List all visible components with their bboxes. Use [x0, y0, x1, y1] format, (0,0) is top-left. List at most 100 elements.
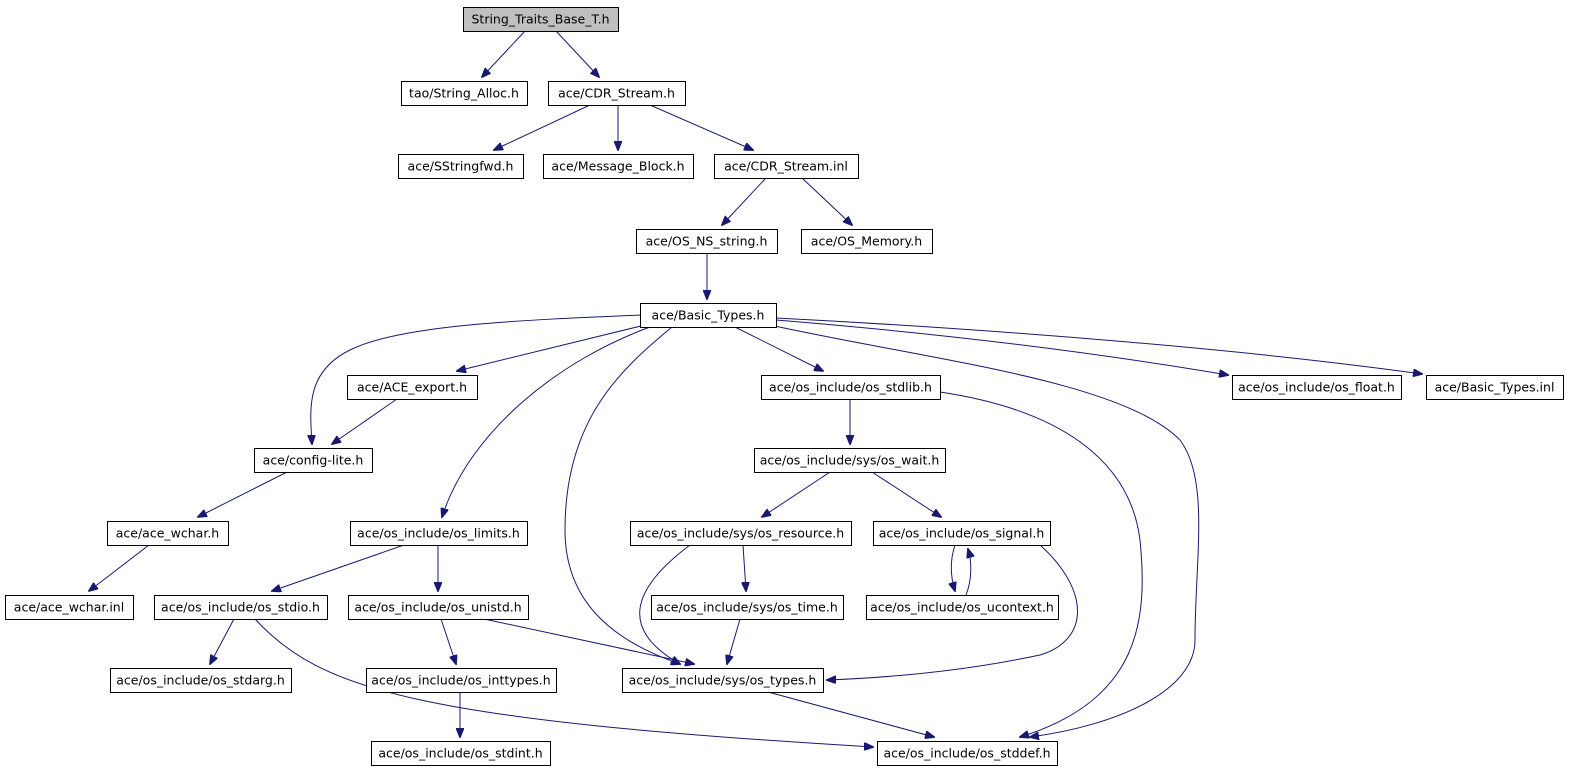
node-box	[366, 668, 557, 693]
node-label: ace/os_include/os_float.h	[1238, 380, 1395, 395]
edge-root-to-cdr_stream	[555, 30, 599, 77]
node-label: ace/CDR_Stream.inl	[724, 159, 848, 174]
edge-os_stdio-to-os_stddef	[254, 618, 873, 747]
node-box	[1426, 375, 1564, 400]
node-label: ace/OS_Memory.h	[811, 234, 922, 249]
node-label: ace/os_include/os_limits.h	[357, 526, 520, 541]
node-ace-export[interactable]: ace/ACE_export.h	[347, 375, 478, 400]
edge-basic_types-to-sys_os_types	[564, 326, 680, 664]
edge-sys_os_resource-to-sys_os_types	[639, 544, 691, 664]
node-label: ace/config-lite.h	[263, 453, 364, 468]
edge-basic_types-to-os_limits	[442, 326, 651, 517]
edge-basic_types-to-config_lite	[311, 314, 644, 444]
edge-cdr_stream-to-sstringfwd	[494, 104, 591, 150]
node-box	[651, 595, 844, 620]
node-os-signal[interactable]: ace/os_include/os_signal.h	[873, 521, 1051, 546]
node-label: ace/Message_Block.h	[551, 159, 684, 174]
node-label: ace/os_include/os_stdio.h	[161, 600, 320, 615]
node-basic-types[interactable]: ace/Basic_Types.h	[640, 303, 777, 328]
node-os-stdarg[interactable]: ace/os_include/os_stdarg.h	[110, 668, 292, 693]
node-box	[543, 154, 694, 179]
node-box	[401, 81, 528, 106]
node-box	[873, 521, 1051, 546]
node-os-stdint[interactable]: ace/os_include/os_stdint.h	[371, 741, 551, 766]
node-label: ace/Basic_Types.h	[652, 308, 765, 323]
node-box	[348, 595, 529, 620]
edge-root-to-string_alloc	[482, 30, 526, 77]
node-os-unistd[interactable]: ace/os_include/os_unistd.h	[348, 595, 529, 620]
node-box	[754, 448, 946, 473]
edge-sys_os_wait-to-sys_os_resource	[762, 471, 831, 517]
node-box	[254, 448, 373, 473]
node-label: ace/ace_wchar.h	[116, 526, 219, 541]
node-box	[398, 154, 524, 179]
edge-sys_os_wait-to-os_signal	[871, 471, 941, 517]
node-message-block[interactable]: ace/Message_Block.h	[543, 154, 694, 179]
node-box	[110, 668, 292, 693]
edge-basic_types-to-os_stddef	[769, 324, 1200, 737]
edge-basic_types-to-os_stdlib	[734, 326, 823, 371]
node-sstringfwd[interactable]: ace/SStringfwd.h	[398, 154, 524, 179]
node-sys-os-resource[interactable]: ace/os_include/sys/os_resource.h	[630, 521, 852, 546]
node-label: ace/os_include/os_stdarg.h	[116, 673, 285, 688]
node-os-inttypes[interactable]: ace/os_include/os_inttypes.h	[366, 668, 557, 693]
edge-basic_types-to-basic_types_inl	[775, 317, 1422, 374]
node-sys-os-time[interactable]: ace/os_include/sys/os_time.h	[651, 595, 844, 620]
node-os-ucontext[interactable]: ace/os_include/os_ucontext.h	[866, 595, 1059, 620]
node-cdr-stream[interactable]: ace/CDR_Stream.h	[548, 81, 686, 106]
edge-os_signal-to-os_ucontext	[951, 544, 955, 591]
node-os-limits[interactable]: ace/os_include/os_limits.h	[350, 521, 528, 546]
node-os-stddef[interactable]: ace/os_include/os_stddef.h	[877, 741, 1058, 766]
node-box	[371, 741, 551, 766]
edges-layer	[89, 30, 1422, 747]
node-ace-wchar-inl[interactable]: ace/ace_wchar.inl	[5, 595, 134, 620]
edge-os_stdlib-to-os_stddef	[939, 391, 1143, 737]
node-label: ace/os_include/os_stdint.h	[378, 746, 542, 761]
node-os-ns-string[interactable]: ace/OS_NS_string.h	[636, 229, 778, 254]
node-label: ace/os_include/os_unistd.h	[354, 600, 521, 615]
node-sys-os-types[interactable]: ace/os_include/sys/os_types.h	[622, 668, 824, 693]
node-box	[347, 375, 478, 400]
node-ace-wchar[interactable]: ace/ace_wchar.h	[107, 521, 229, 546]
node-os-float[interactable]: ace/os_include/os_float.h	[1232, 375, 1402, 400]
node-box	[622, 668, 824, 693]
edge-cdr_stream_inl-to-os_memory	[801, 177, 852, 225]
node-label: ace/os_include/sys/os_time.h	[656, 600, 838, 615]
node-os-memory[interactable]: ace/OS_Memory.h	[801, 229, 933, 254]
node-box	[866, 595, 1059, 620]
edge-sys_os_types-to-os_stddef	[767, 691, 934, 737]
edge-os_limits-to-os_stdio	[272, 544, 405, 591]
node-root[interactable]: String_Traits_Base_T.h	[463, 7, 619, 32]
node-cdr-stream-inl[interactable]: ace/CDR_Stream.inl	[714, 154, 859, 179]
edge-basic_types-to-ace_export	[457, 324, 646, 371]
edge-os_signal-to-sys_os_types	[827, 544, 1078, 680]
edge-os_unistd-to-sys_os_types	[483, 618, 694, 664]
node-label: ace/ACE_export.h	[357, 380, 467, 395]
node-label: ace/ace_wchar.inl	[14, 600, 124, 615]
node-box	[107, 521, 229, 546]
edge-cdr_stream-to-cdr_stream_inl	[649, 104, 753, 150]
nodes-layer: String_Traits_Base_T.h tao/String_Alloc.h…	[5, 7, 1564, 766]
node-os-stdio[interactable]: ace/os_include/os_stdio.h	[154, 595, 328, 620]
node-box	[350, 521, 528, 546]
node-box	[5, 595, 134, 620]
node-string-alloc[interactable]: tao/String_Alloc.h	[401, 81, 528, 106]
node-label: ace/Basic_Types.inl	[1435, 380, 1555, 395]
node-box	[761, 375, 941, 400]
edge-ace_export-to-config_lite	[332, 398, 398, 444]
edge-cdr_stream_inl-to-os_ns_string	[722, 177, 767, 225]
node-box	[154, 595, 328, 620]
node-label: ace/SStringfwd.h	[408, 159, 514, 174]
node-sys-os-wait[interactable]: ace/os_include/sys/os_wait.h	[754, 448, 946, 473]
node-basic-types-inl[interactable]: ace/Basic_Types.inl	[1426, 375, 1564, 400]
node-label: ace/os_include/sys/os_resource.h	[637, 526, 844, 541]
edge-ace_wchar-to-ace_wchar_inl	[89, 544, 150, 591]
edge-os_ucontext-to-os_signal	[965, 549, 971, 596]
node-label: ace/os_include/os_inttypes.h	[371, 673, 550, 688]
node-config-lite[interactable]: ace/config-lite.h	[254, 448, 373, 473]
edge-sys_os_time-to-sys_os_types	[727, 618, 741, 664]
edge-os_unistd-to-os_inttypes	[440, 618, 456, 664]
node-label: ace/os_include/sys/os_types.h	[629, 673, 817, 688]
node-os-stdlib[interactable]: ace/os_include/os_stdlib.h	[761, 375, 941, 400]
